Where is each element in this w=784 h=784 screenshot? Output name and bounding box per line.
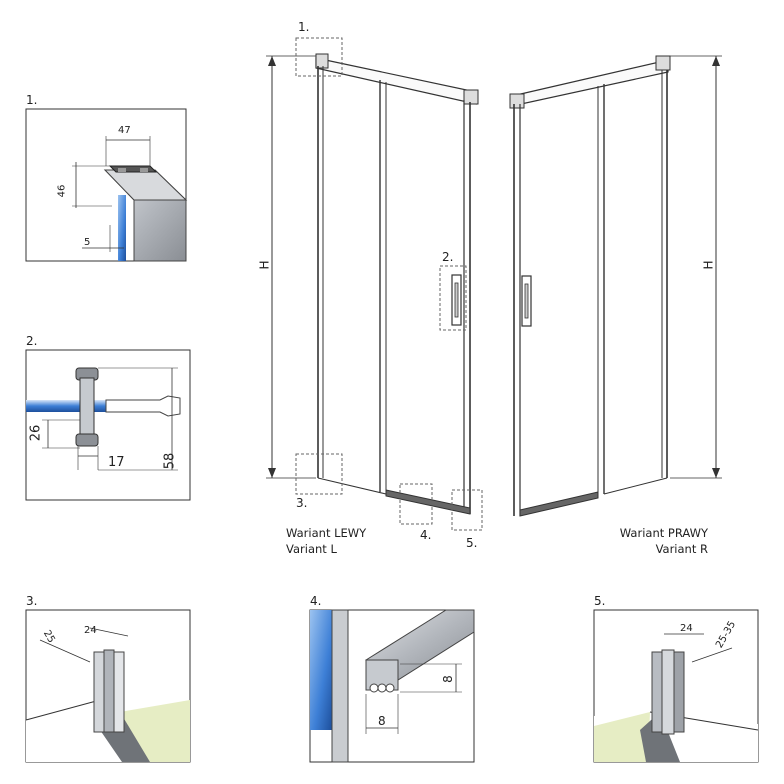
detail-2-dim-right: 58 bbox=[162, 452, 178, 470]
variant-left-drawing bbox=[266, 37, 483, 531]
detail-2-dim-left: 26 bbox=[28, 424, 44, 442]
detail-2-label: 2. bbox=[26, 334, 38, 348]
detail-4-dim-height: 8 bbox=[440, 675, 455, 683]
detail-1-dim-top: 47 bbox=[118, 125, 131, 136]
variant-left-line1: Wariant LEWY bbox=[286, 526, 367, 540]
detail-5-label: 5. bbox=[594, 594, 606, 608]
height-label-right: H bbox=[701, 260, 716, 270]
variant-right-drawing bbox=[509, 55, 722, 517]
detail-1-dim-bottom: 5 bbox=[84, 237, 91, 248]
callout-1: 1. bbox=[298, 20, 310, 34]
detail-2-dim-bottom: 17 bbox=[108, 455, 125, 470]
detail-4-dim-width: 8 bbox=[378, 714, 386, 728]
callout-5: 5. bbox=[466, 536, 478, 550]
detail-panel-3-drawing bbox=[25, 609, 191, 763]
detail-panel-1-drawing bbox=[25, 108, 188, 262]
variant-left-line2: Variant L bbox=[286, 542, 337, 556]
detail-5-dim-a: 24 bbox=[680, 623, 693, 634]
detail-3-label: 3. bbox=[26, 594, 38, 608]
variant-right-line1: Wariant PRAWY bbox=[619, 526, 708, 540]
callout-4: 4. bbox=[420, 528, 432, 542]
detail-panel-5-drawing bbox=[593, 609, 759, 763]
height-label-left: H bbox=[257, 260, 272, 270]
detail-panel-2-drawing bbox=[25, 349, 191, 501]
detail-1-dim-side: 46 bbox=[56, 184, 68, 198]
callout-2: 2. bbox=[442, 250, 454, 264]
detail-4-label: 4. bbox=[310, 594, 322, 608]
detail-1-label: 1. bbox=[26, 93, 38, 107]
detail-3-dim-b: 24 bbox=[84, 625, 97, 636]
detail-panel-4-drawing bbox=[309, 609, 475, 763]
callout-3: 3. bbox=[296, 496, 308, 510]
variant-right-line2: Variant R bbox=[655, 542, 708, 556]
